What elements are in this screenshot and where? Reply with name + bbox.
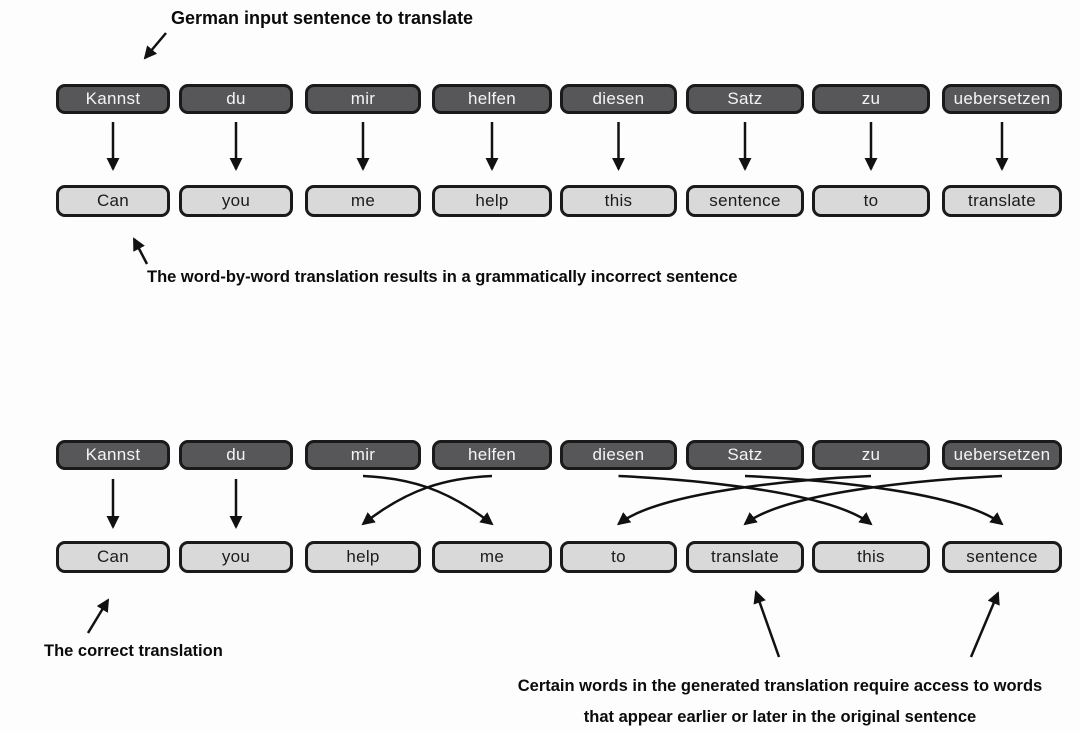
word-by-word-note-arrow: [132, 237, 149, 265]
german-word-box: Satz: [686, 440, 804, 470]
access-note-line2: that appear earlier or later in the orig…: [583, 708, 977, 726]
word-by-word-note: The word-by-word translation results in …: [147, 268, 738, 286]
german-word-box: uebersetzen: [942, 440, 1062, 470]
german-word-box: helfen: [432, 440, 552, 470]
german-word-box: du: [179, 440, 293, 470]
english-word-box: translate: [686, 541, 804, 573]
german-word-box: zu: [812, 84, 930, 114]
english-word-box: Can: [56, 185, 170, 217]
word-alignment-arrow: [744, 474, 1004, 526]
english-word-box: help: [432, 185, 552, 217]
english-word-box: sentence: [942, 541, 1062, 573]
english-word-box: translate: [942, 185, 1062, 217]
word-alignment-arrow: [362, 474, 494, 526]
word-alignment-arrow: [618, 474, 873, 526]
english-word-box: you: [179, 185, 293, 217]
word-alignment-arrow: [616, 474, 872, 526]
german-word-box: mir: [305, 84, 421, 114]
word-alignment-arrow: [743, 474, 1003, 526]
english-word-box: sentence: [686, 185, 804, 217]
english-word-box: this: [560, 185, 677, 217]
access-note-arrow-translate: [753, 590, 781, 658]
correct-translation-note: The correct translation: [44, 642, 223, 660]
german-word-box: diesen: [560, 440, 677, 470]
english-word-box: you: [179, 541, 293, 573]
english-word-box: Can: [56, 541, 170, 573]
access-note-line1: Certain words in the generated translati…: [517, 677, 1043, 695]
german-word-box: Kannst: [56, 440, 170, 470]
german-word-box: uebersetzen: [942, 84, 1062, 114]
access-note-arrow-sentence: [969, 591, 1000, 658]
english-word-box: me: [305, 185, 421, 217]
german-input-note-arrow: [143, 32, 167, 60]
english-word-box: this: [812, 541, 930, 573]
german-word-box: du: [179, 84, 293, 114]
english-word-box: me: [432, 541, 552, 573]
english-word-box: to: [812, 185, 930, 217]
english-word-box: help: [305, 541, 421, 573]
german-word-box: diesen: [560, 84, 677, 114]
german-word-box: mir: [305, 440, 421, 470]
german-word-box: helfen: [432, 84, 552, 114]
german-input-note: German input sentence to translate: [171, 8, 474, 28]
german-word-box: Kannst: [56, 84, 170, 114]
german-word-box: Satz: [686, 84, 804, 114]
english-word-box: to: [560, 541, 677, 573]
access-note: Certain words in the generated translati…: [470, 671, 1080, 733]
correct-note-arrow: [86, 598, 110, 634]
word-alignment-arrow: [361, 474, 493, 526]
german-word-box: zu: [812, 440, 930, 470]
